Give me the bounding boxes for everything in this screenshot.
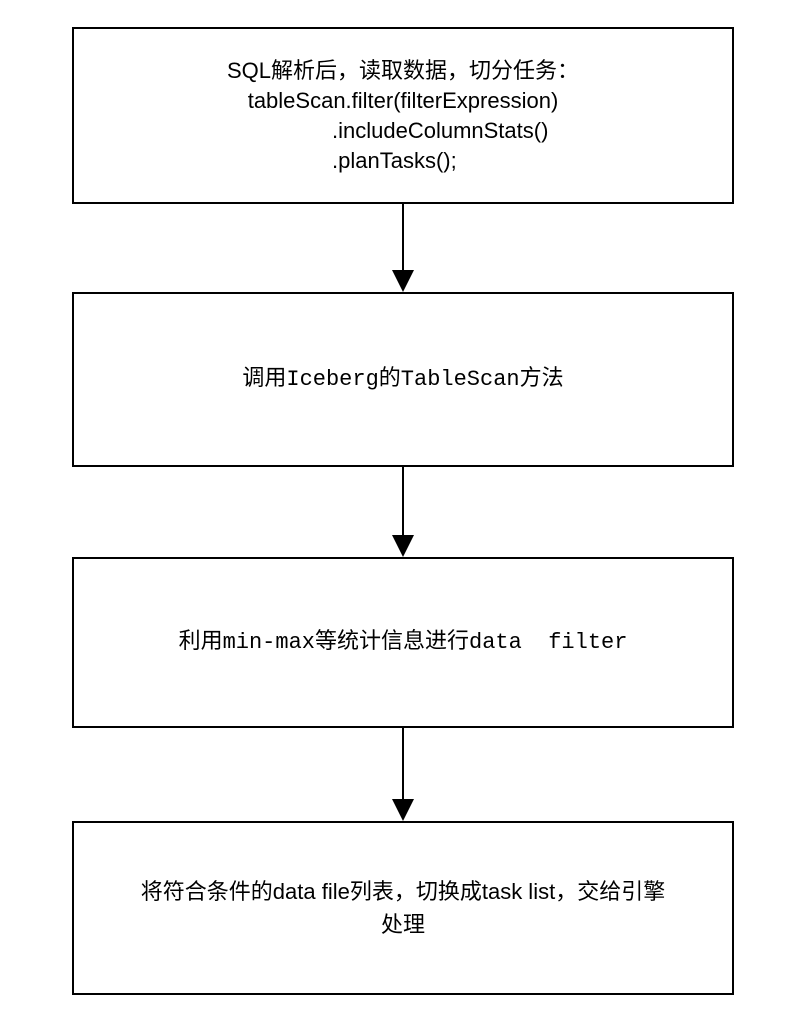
arrow-down-icon [392, 270, 414, 292]
arrow-line [402, 467, 404, 535]
arrow-down-icon [392, 535, 414, 557]
box-text-line: 处理 [380, 912, 425, 937]
box-text-line: .planTasks(); [332, 147, 457, 173]
box-text-line: tableScan.filter(filterExpression) [247, 87, 559, 113]
step-box-call-iceberg-tablescan: 调用Iceberg的TableScan方法 [72, 292, 734, 467]
arrow-line [402, 728, 404, 799]
arrow-down-icon [392, 799, 414, 821]
box-text-line: .includeColumnStats() [332, 117, 549, 143]
box-text-line: 将符合条件的data file列表，切换成task list，交给引擎 [140, 879, 666, 904]
box-text-line: 利用min-max等统计信息进行data filter [178, 629, 628, 655]
box-text-line: 调用Iceberg的TableScan方法 [242, 366, 564, 392]
step-box-minmax-data-filter: 利用min-max等统计信息进行data filter [72, 557, 734, 728]
step-box-convert-task-list: 将符合条件的data file列表，切换成task list，交给引擎 处理 [72, 821, 734, 995]
box-text-line: SQL解析后，读取数据，切分任务： [226, 57, 580, 83]
step-box-sql-parse-plan-tasks: SQL解析后，读取数据，切分任务： tableScan.filter(filte… [72, 27, 734, 204]
arrow-line [402, 204, 404, 270]
